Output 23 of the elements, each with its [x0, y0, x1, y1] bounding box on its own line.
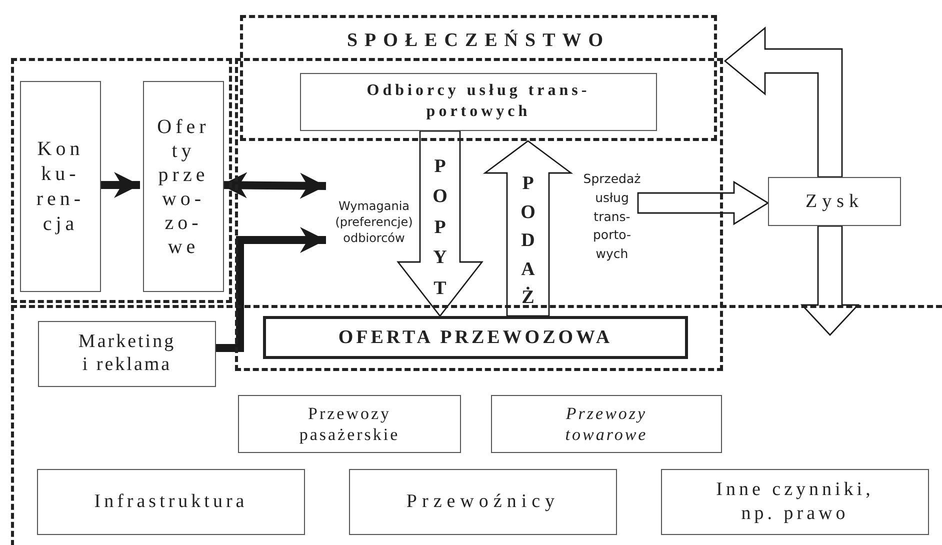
process-box: OFERTA PRZEWOZOWA [263, 316, 688, 359]
requirements-text: Wymagania (preferencje) odbiorców [329, 184, 419, 252]
process-box: Inne czynniki, np. prawo [661, 469, 929, 535]
process-box: Przewoźnicy [349, 469, 617, 535]
process-box: Przewozy towarowe [491, 395, 722, 453]
edge-label: POPYT [432, 155, 448, 301]
process-box: Infrastruktura [37, 469, 305, 535]
block-arrow [800, 225, 860, 336]
process-box: Kon ku- ren- cja [20, 81, 101, 292]
block-arrow [724, 26, 843, 178]
process-box: Zysk [768, 177, 901, 226]
group-title: SPOŁECZEŃSTWO [346, 30, 612, 52]
dashed-region [11, 305, 942, 545]
dashed-region [11, 58, 232, 303]
process-box: Ofer ty prze wo- zo- we [143, 81, 224, 292]
edge-label: Sprzedaż usług trans- porto- wych [582, 170, 642, 263]
edge-label: PODAŻ [520, 172, 536, 310]
block-arrow [637, 180, 770, 226]
process-box: Marketing i reklama [38, 321, 216, 387]
block-arrow [482, 140, 574, 317]
block-arrow [396, 130, 484, 318]
process-box: Przewozy pasażerskie [238, 395, 461, 453]
process-box: Odbiorcy usług trans- portowych [300, 73, 657, 131]
